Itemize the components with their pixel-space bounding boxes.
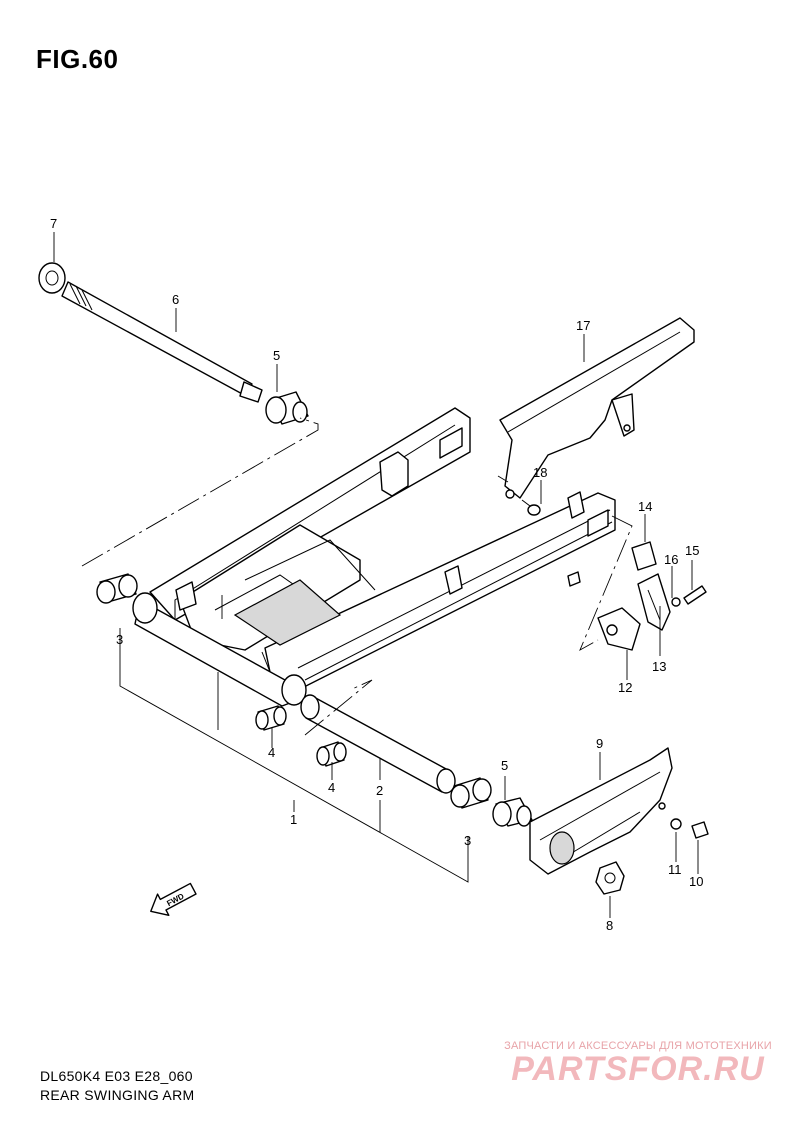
callout-7: 7 (50, 216, 57, 231)
callout-4: 4 (268, 745, 275, 760)
adjuster-bolt (683, 585, 707, 605)
pivot-spacer-tube (300, 694, 456, 794)
cover-nut (595, 861, 625, 895)
adjuster-plate-group (597, 541, 707, 651)
watermark-logo: PARTSFOR.RU (511, 1050, 765, 1088)
callout-12: 12 (618, 680, 632, 695)
chain-guard-lower (529, 747, 673, 875)
callout-15: 15 (685, 543, 699, 558)
pivot-shaft (61, 281, 263, 403)
callout-10: 10 (689, 874, 703, 889)
washer (671, 597, 681, 607)
watermark-tagline: ЗАПЧАСТИ И АКСЕССУАРЫ ДЛЯ МОТОТЕХНИКИ (504, 1040, 772, 1052)
callout-3: 3 (116, 632, 123, 647)
figure-title: FIG.60 (36, 44, 119, 74)
callout-9: 9 (596, 736, 603, 751)
callout-2: 2 (376, 783, 383, 798)
bushing-upper (265, 391, 309, 425)
chain-case (499, 317, 695, 499)
cover-washer (670, 818, 682, 830)
callout-3: 3 (464, 833, 471, 848)
alignment-lines (81, 417, 633, 736)
chain-puller-plate (597, 607, 641, 651)
pivot-nut (38, 262, 66, 294)
needle-bearing-left (255, 705, 287, 731)
callout-8: 8 (606, 918, 613, 933)
bearing-left-outer (96, 573, 138, 604)
bearing-right-outer (450, 777, 492, 809)
watermark: ЗАПЧАСТИ И АКСЕССУАРЫ ДЛЯ МОТОТЕХНИКИ PA… (488, 1040, 788, 1089)
chain-case-bolt (521, 499, 541, 516)
callout-5: 5 (501, 758, 508, 773)
bushing-lower (492, 797, 533, 827)
callout-6: 6 (172, 292, 179, 307)
swing-arm-body (132, 407, 616, 707)
callout-labels: 7 6 5 17 18 14 16 15 13 12 3 4 4 2 1 3 5… (50, 216, 703, 933)
callout-11: 11 (668, 862, 682, 877)
model-code: DL650K4 E03 E28_060 (40, 1068, 193, 1084)
leader-lines (53, 232, 699, 918)
callout-13: 13 (652, 659, 666, 674)
callout-14: 14 (638, 499, 652, 514)
section-name: REAR SWINGING ARM (40, 1087, 195, 1103)
callout-5: 5 (273, 348, 280, 363)
forward-direction-arrow: FWD (150, 882, 197, 916)
callout-4: 4 (328, 780, 335, 795)
chain-adjuster-plate (637, 573, 671, 631)
callout-1: 1 (290, 812, 297, 827)
callout-16: 16 (664, 552, 678, 567)
chain-adjuster-stopper (631, 541, 657, 571)
callout-17: 17 (576, 318, 590, 333)
needle-bearing-right (316, 741, 347, 767)
callout-18: 18 (533, 465, 547, 480)
cover-bolt (691, 821, 709, 839)
